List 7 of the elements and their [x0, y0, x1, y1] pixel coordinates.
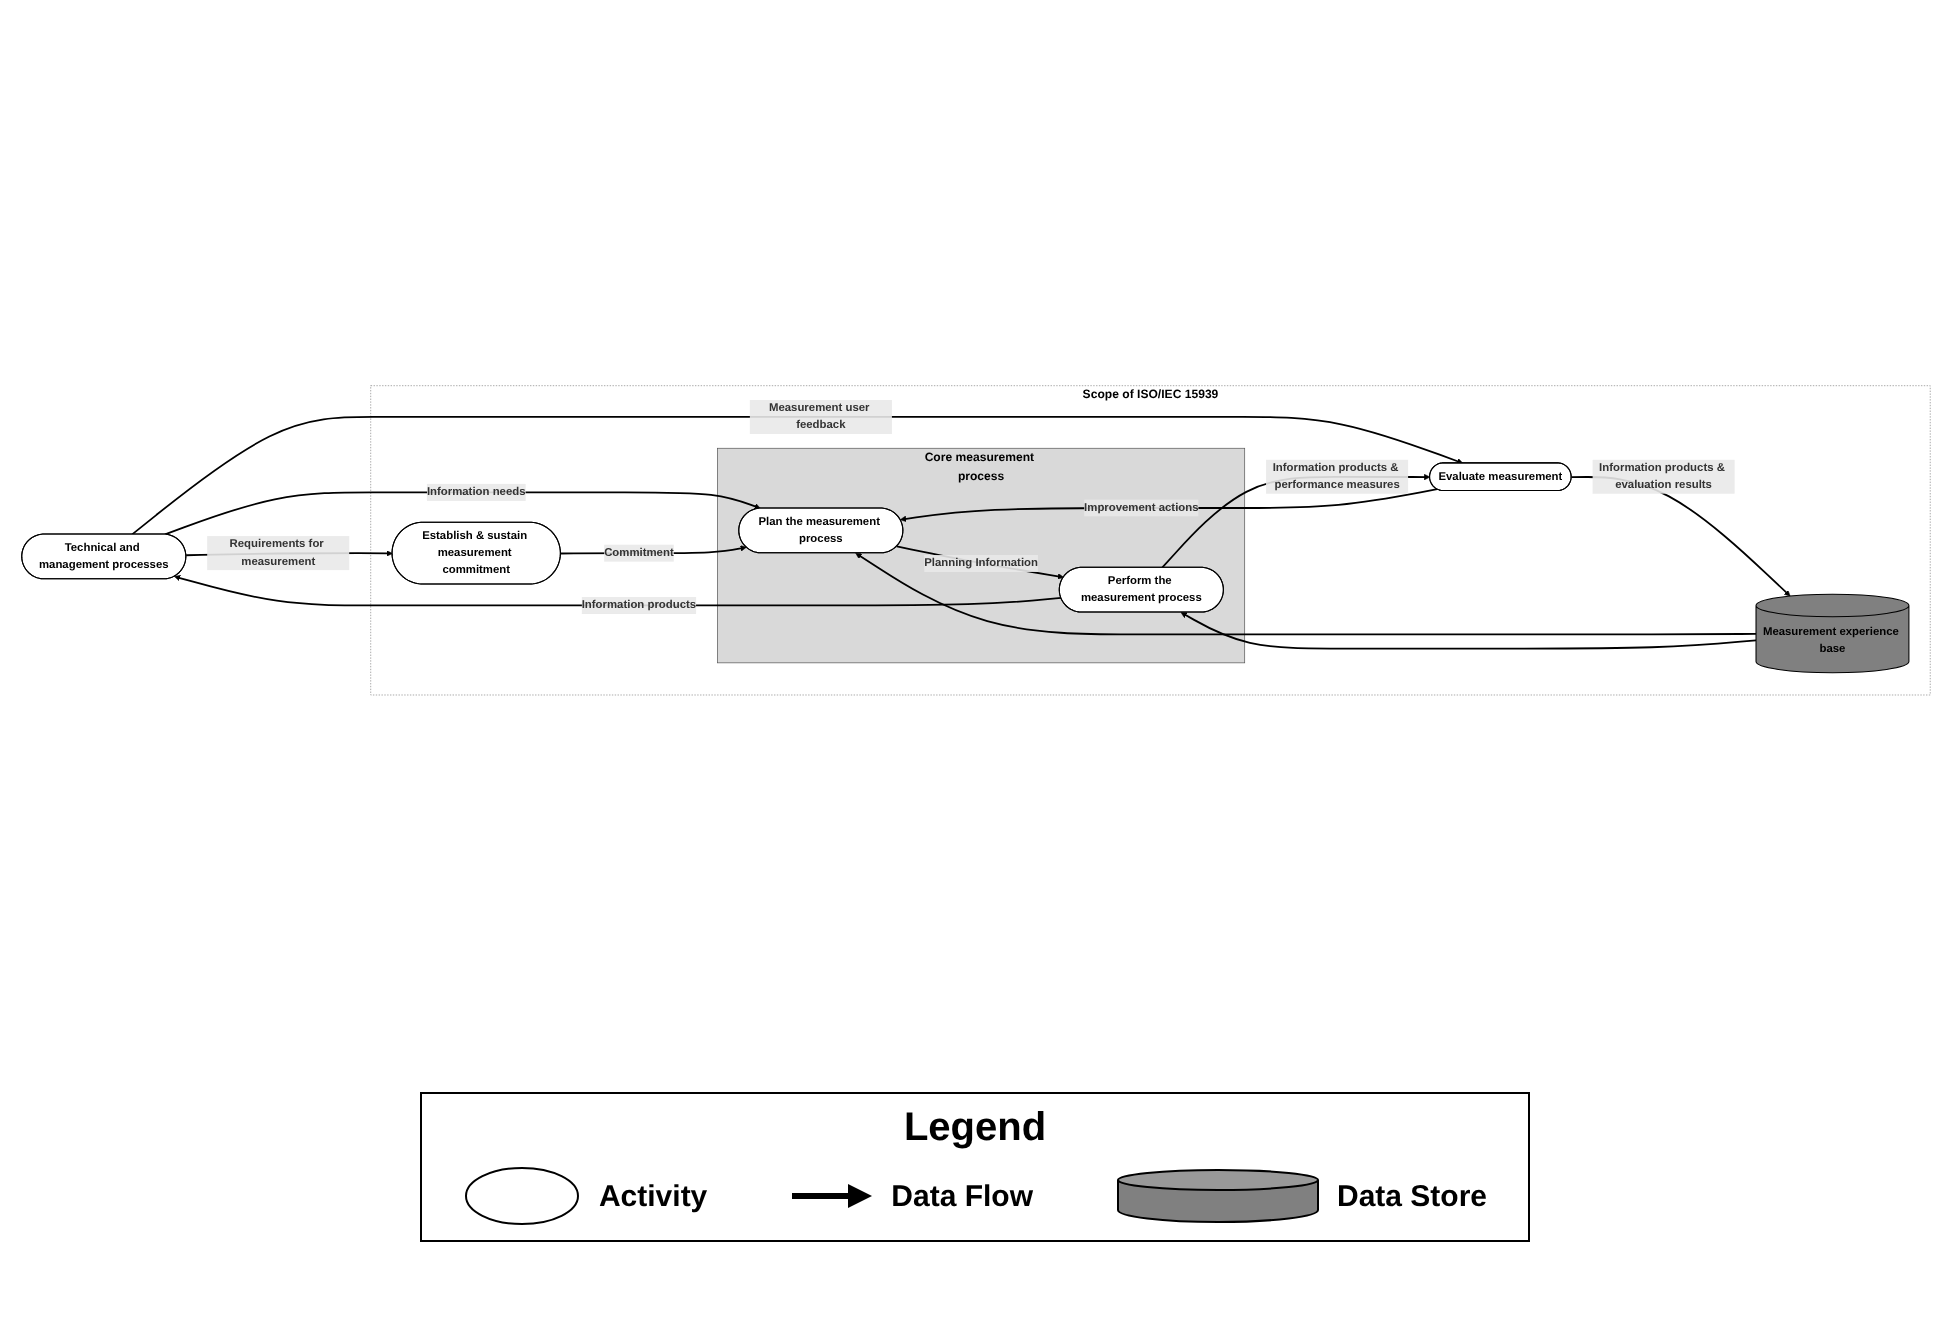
arrow: [854, 552, 1756, 635]
arrow: [1179, 611, 1756, 650]
legend-label: Data Flow: [891, 1179, 1033, 1213]
legend-label: Activity: [598, 1179, 708, 1213]
legend-title: Legend: [903, 1106, 1047, 1152]
arrow: [899, 488, 1438, 522]
legend-label: Data Store: [1337, 1179, 1488, 1213]
